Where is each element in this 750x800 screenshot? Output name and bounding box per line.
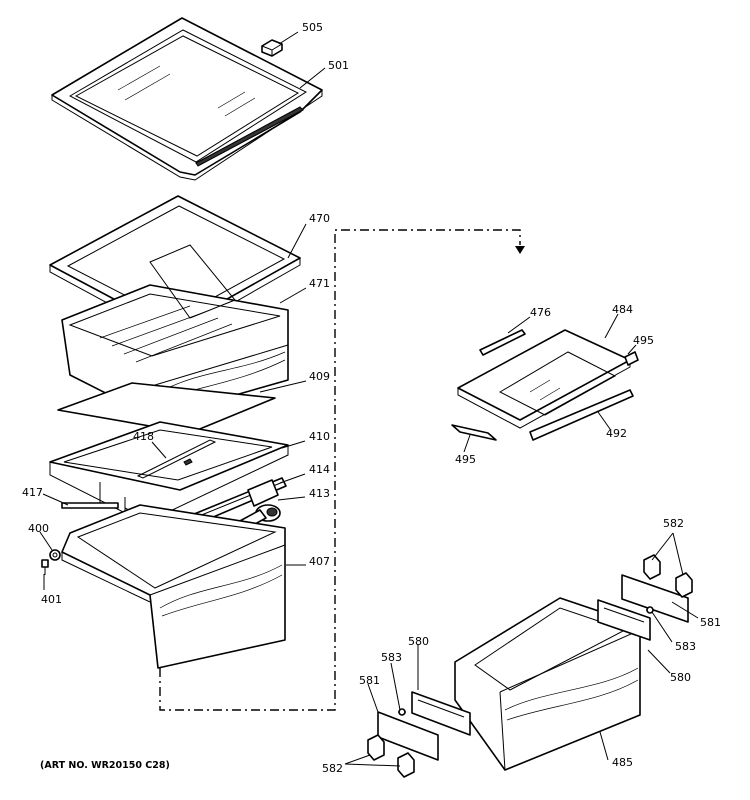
divider-418 [136, 439, 217, 479]
label-492: 492 [606, 427, 627, 440]
label-471: 471 [309, 277, 330, 290]
label-418: 418 [133, 430, 154, 443]
label-501: 501 [328, 59, 349, 72]
trim-495-lower [451, 424, 497, 441]
slide-rail-580-left [411, 691, 471, 736]
art-number-caption: (ART NO. WR20150 C28) [40, 760, 170, 771]
rod-417 [61, 502, 119, 509]
clip-582-pair-left [367, 734, 415, 778]
trim-492 [529, 389, 634, 441]
label-400: 400 [28, 522, 49, 535]
glass-shelf-501 [51, 17, 323, 181]
label-583-left: 583 [381, 651, 402, 664]
label-582-left: 582 [322, 762, 343, 775]
label-495-upper: 495 [633, 334, 654, 347]
shelf-clip-505 [261, 39, 283, 57]
screw-401 [41, 559, 49, 575]
label-413: 413 [309, 487, 330, 500]
bracket-581-right [621, 574, 689, 623]
leader-lines [39, 31, 699, 767]
label-409: 409 [309, 370, 330, 383]
label-582-right: 582 [663, 517, 684, 530]
drawer-407 [61, 504, 286, 669]
screw-583-left [398, 708, 406, 716]
label-410: 410 [309, 430, 330, 443]
screw-583-right [646, 606, 654, 614]
label-401: 401 [41, 593, 62, 606]
label-581-right: 581 [700, 616, 721, 629]
label-505: 505 [302, 21, 323, 34]
label-485: 485 [612, 756, 633, 769]
guide-arrow-icon [515, 246, 525, 254]
clip-582-pair-right [643, 554, 693, 598]
dashed-guide-line [159, 229, 521, 711]
label-417: 417 [22, 486, 43, 499]
bolt-400 [49, 549, 61, 561]
glass-insert-409 [57, 382, 276, 434]
trim-495-upper [624, 351, 639, 366]
label-414: 414 [309, 463, 330, 476]
bracket-581-left [377, 711, 439, 761]
label-583-right: 583 [675, 640, 696, 653]
label-580-left: 580 [408, 635, 429, 648]
slide-rail-580-right [597, 599, 651, 641]
label-581-left: 581 [359, 674, 380, 687]
label-484: 484 [612, 303, 633, 316]
label-495-lower: 495 [455, 453, 476, 466]
label-476: 476 [530, 306, 551, 319]
label-470: 470 [309, 212, 330, 225]
handle-476 [479, 329, 526, 356]
label-407: 407 [309, 555, 330, 568]
label-580-right: 580 [670, 671, 691, 684]
drawer-cover-484 [457, 329, 631, 429]
